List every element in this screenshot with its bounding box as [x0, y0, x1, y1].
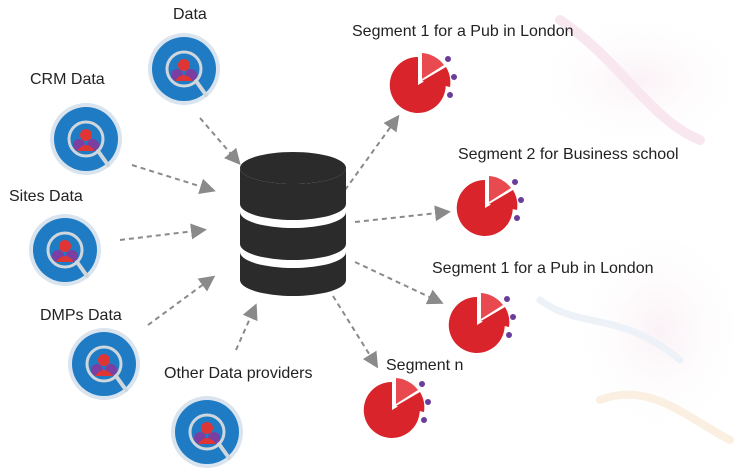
arrow-db-to-segment-1	[344, 114, 400, 191]
arrow-dmps-to-db	[147, 275, 216, 326]
arrow-db-to-segment-3	[354, 261, 444, 305]
source-node-other-data-providers	[171, 396, 243, 468]
user-search-icon	[85, 345, 128, 392]
pie-audience-icon	[363, 378, 431, 438]
user-search-icon	[165, 50, 208, 97]
user-search-icon	[188, 413, 231, 460]
source-label-data: Data	[173, 6, 207, 23]
source-node-crm-data	[50, 103, 122, 175]
arrow-data-to-db	[199, 117, 241, 166]
flow-arrows-in	[119, 117, 258, 351]
segment-node-n	[363, 378, 431, 438]
segment-node-3	[448, 293, 516, 353]
segment-label-1: Segment 1 for a Pub in London	[352, 23, 574, 40]
arrow-db-to-segment-n	[332, 295, 379, 369]
segment-node-1	[389, 53, 457, 113]
segment-label-3: Segment 1 for a Pub in London	[432, 260, 654, 277]
segment-label-n: Segment n	[386, 357, 464, 374]
arrow-crm-to-db	[131, 164, 216, 195]
source-node-dmps-data	[68, 328, 140, 400]
flow-arrows-out	[332, 114, 451, 369]
segment-node-2	[456, 176, 524, 236]
arrow-other-to-db	[235, 303, 258, 351]
source-label-other-data-providers: Other Data providers	[164, 365, 313, 382]
source-label-sites-data: Sites Data	[9, 188, 83, 205]
source-node-data	[148, 33, 220, 105]
source-node-sites-data	[29, 214, 101, 286]
background-decoration	[530, 10, 734, 444]
source-label-crm-data: CRM Data	[30, 71, 105, 88]
pie-audience-icon	[456, 176, 524, 236]
pie-audience-icon	[448, 293, 516, 353]
source-label-dmps-data: DMPs Data	[40, 307, 122, 324]
database-icon	[240, 152, 346, 296]
user-search-icon	[46, 231, 89, 278]
pie-audience-icon	[389, 53, 457, 113]
segment-label-2: Segment 2 for Business school	[458, 146, 679, 163]
arrow-sites-to-db	[119, 223, 207, 241]
user-search-icon	[67, 120, 110, 167]
arrow-db-to-segment-2	[354, 205, 451, 223]
